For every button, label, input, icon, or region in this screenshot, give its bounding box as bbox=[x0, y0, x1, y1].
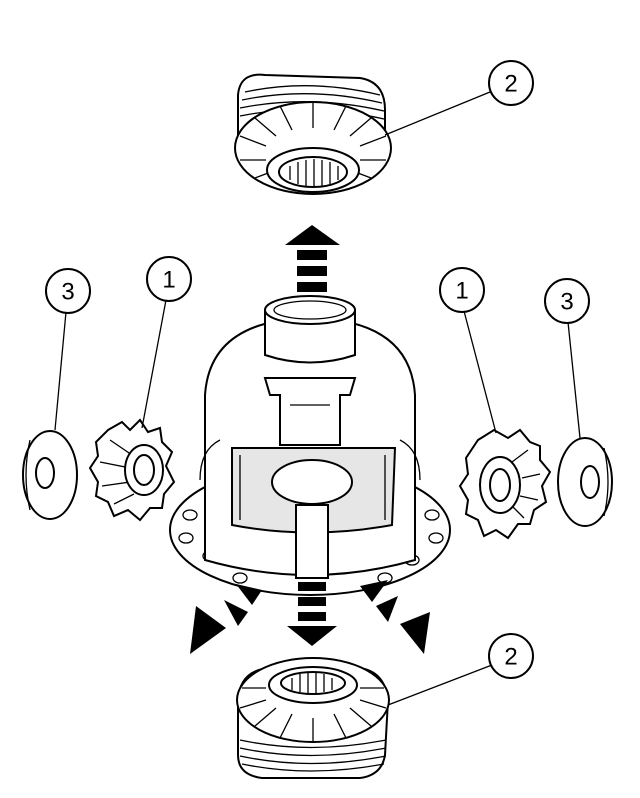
thrust-washer-right bbox=[557, 437, 613, 527]
callout-label: 2 bbox=[504, 644, 517, 671]
callout-side-gear-top: 2 bbox=[384, 60, 534, 136]
callout-label: 1 bbox=[455, 278, 468, 305]
arrow-up bbox=[285, 225, 340, 292]
callout-label: 2 bbox=[504, 71, 517, 98]
callout-label: 3 bbox=[61, 279, 74, 306]
thrust-washer-left bbox=[22, 430, 78, 520]
callout-pinion-right: 1 bbox=[439, 267, 497, 434]
arrows-down bbox=[190, 580, 430, 654]
callout-label: 1 bbox=[162, 267, 175, 294]
callout-washer-right: 3 bbox=[544, 278, 590, 439]
side-gear-top bbox=[234, 73, 392, 195]
pinion-gear-left bbox=[88, 418, 176, 522]
callout-washer-left: 3 bbox=[45, 268, 91, 431]
callout-side-gear-bottom: 2 bbox=[387, 633, 534, 706]
callout-label: 3 bbox=[560, 289, 573, 316]
differential-case bbox=[169, 295, 451, 596]
side-gear-bottom bbox=[236, 657, 390, 779]
callout-pinion-left: 1 bbox=[141, 256, 192, 429]
pinion-gear-right bbox=[458, 428, 552, 540]
